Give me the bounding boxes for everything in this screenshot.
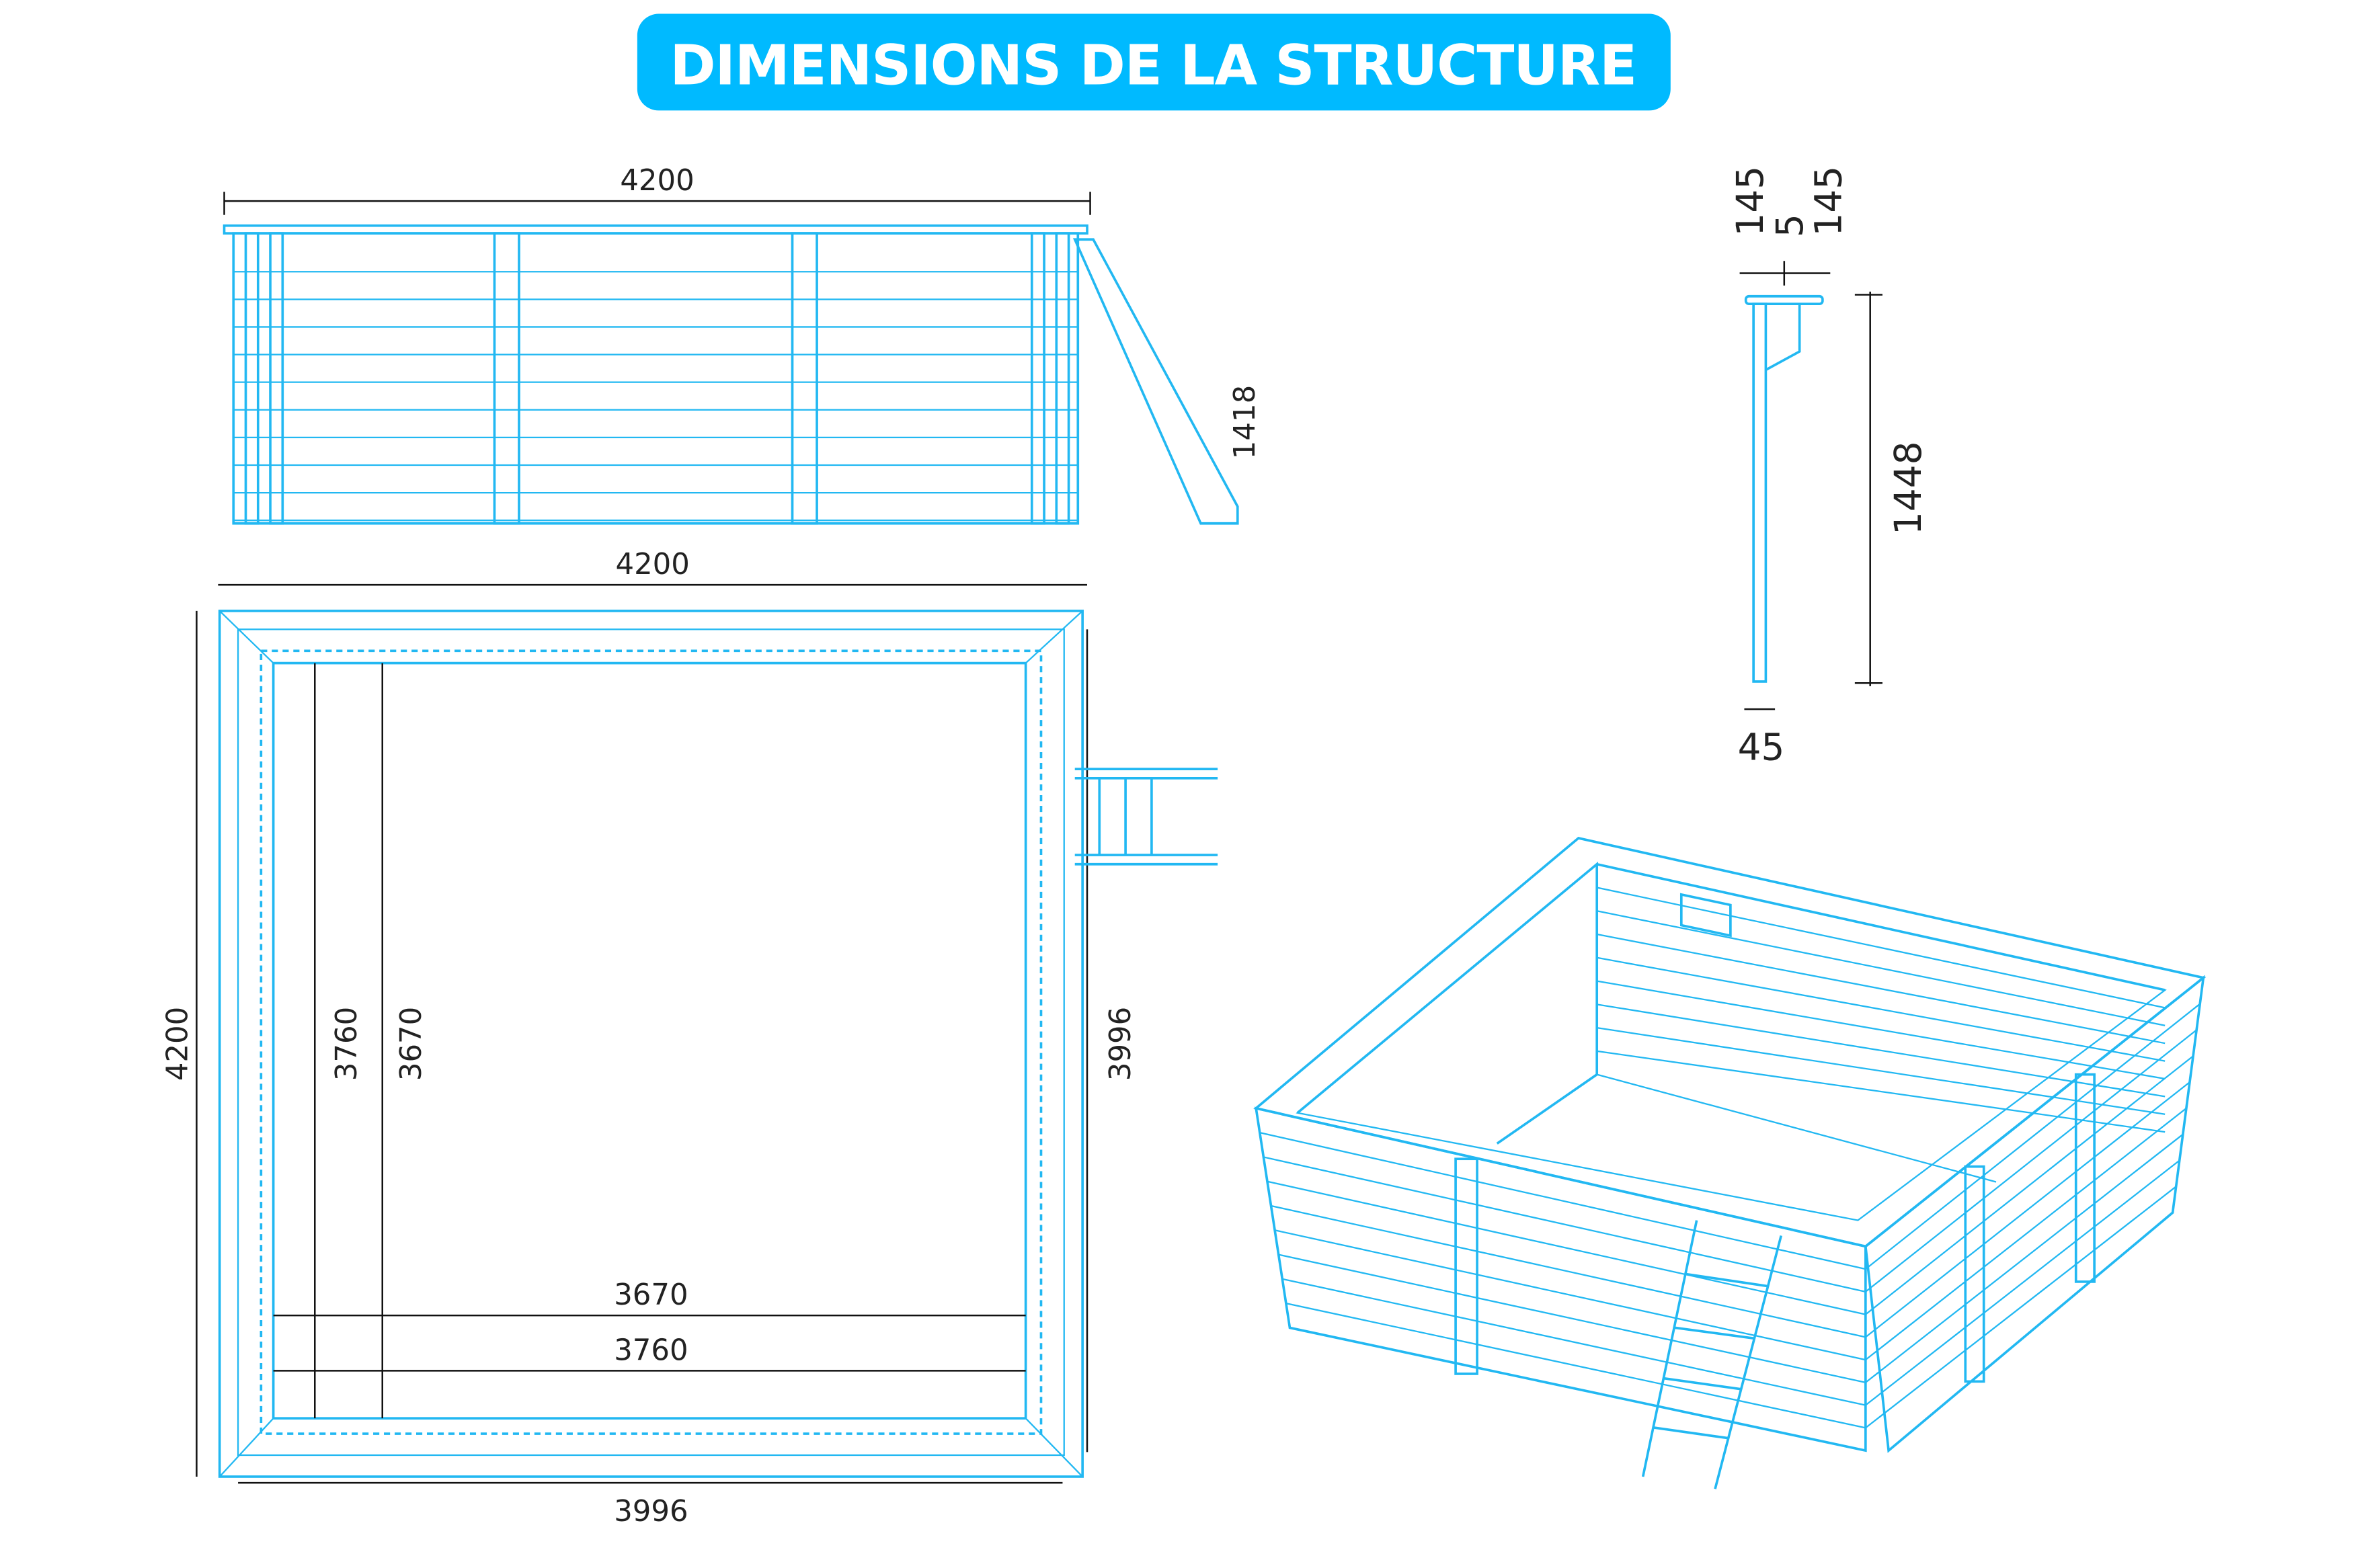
pool-3d-ladder — [1641, 1220, 1783, 1489]
ladder-step — [1664, 1377, 1742, 1391]
plank-line — [1596, 887, 2166, 1009]
side-planks — [233, 271, 1078, 522]
ladder-rail — [1641, 1220, 1698, 1477]
dim-section-top-mid: 5 — [1768, 214, 1811, 237]
plank-line — [1865, 1133, 2184, 1383]
plank-line — [1865, 1107, 2187, 1361]
dim-ladder-height: 1418 — [1228, 385, 1262, 459]
side-wall — [232, 232, 1080, 525]
plank-line — [1597, 1026, 2166, 1115]
plan-view: 4200 4200 3996 3996 3760 3670 3670 3760 — [161, 548, 1218, 1528]
plank-line — [1865, 1081, 2190, 1338]
plan-outer-wall — [237, 628, 1065, 1457]
plank-line — [1597, 1003, 2166, 1098]
plank-line — [1596, 910, 2166, 1026]
plan-inner-wall — [272, 661, 1027, 1420]
dim-plan-left-height: 4200 — [161, 1007, 195, 1081]
plank-line — [1282, 1278, 1866, 1406]
section-coping — [1744, 294, 1824, 306]
pool-3d-floor-edge — [1596, 1073, 1997, 1183]
dim-section-top-left: 145 — [1729, 166, 1772, 237]
plank-line — [1865, 1159, 2180, 1406]
pool-3d-front-wall — [1254, 1106, 1867, 1452]
dim-section-top-right: 145 — [1807, 166, 1850, 237]
plank-line — [1285, 1303, 1866, 1429]
plank-line — [1596, 956, 2166, 1062]
pool-3d-skimmer — [1679, 893, 1732, 938]
ladder-step — [1675, 1326, 1755, 1340]
plank-line — [1596, 933, 2166, 1044]
dim-plan-bottom-width: 3996 — [614, 1495, 688, 1528]
post — [493, 232, 520, 525]
plank-line — [1597, 1050, 2166, 1133]
post — [269, 232, 284, 525]
plank-line — [1865, 1029, 2197, 1293]
plan-wall-frame — [260, 649, 1043, 1435]
plank-line — [1263, 1156, 1866, 1293]
title-banner-bg — [637, 13, 1671, 111]
wall-section-view: 145 5 145 1448 45 — [1729, 166, 1930, 769]
ladder-step — [1685, 1272, 1770, 1288]
corner-line — [219, 1418, 274, 1477]
plank-line — [1259, 1132, 1866, 1270]
section-bracket — [1765, 304, 1801, 371]
dim-inner-v2: 3670 — [395, 1007, 428, 1081]
side-ladder — [1072, 238, 1239, 525]
pool-3d-planks — [1259, 887, 2200, 1429]
dim-inner-v1: 3760 — [330, 1007, 364, 1081]
plank-line — [1865, 1003, 2200, 1270]
ladder-rail — [1714, 1235, 1783, 1489]
pool-3d-right-wall — [1864, 975, 2205, 1453]
side-elevation-view: 4200 1418 — [223, 164, 1262, 525]
dim-side-width: 4200 — [620, 164, 694, 198]
pool-3d-inner-back-wall — [1596, 862, 2166, 991]
plank-line — [1865, 1055, 2194, 1315]
post — [244, 232, 260, 525]
plan-outer-coping — [218, 610, 1084, 1478]
dim-inner-h2: 3760 — [614, 1334, 688, 1367]
dim-plan-right-height: 3996 — [1104, 1007, 1138, 1081]
page-title: DIMENSIONS DE LA STRUCTURE — [670, 34, 1636, 98]
dim-inner-h1: 3670 — [614, 1278, 688, 1312]
plank-line — [1274, 1229, 1866, 1361]
pool-3d-post — [1964, 1165, 1985, 1383]
pool-3d-view — [1253, 836, 2207, 1489]
ladder-step — [1653, 1426, 1729, 1440]
plank-line — [1271, 1204, 1866, 1338]
corner-line — [219, 610, 274, 664]
plank-line — [1865, 1186, 2177, 1429]
post — [1055, 232, 1070, 525]
title-banner: DIMENSIONS DE LA STRUCTURE — [637, 13, 1671, 111]
pool-3d-post — [1454, 1157, 1478, 1375]
dim-section-height: 1448 — [1887, 441, 1930, 534]
pool-3d-inner-left-wall — [1296, 861, 1599, 1145]
dim-plan-top-width: 4200 — [615, 548, 689, 581]
pool-3d-post — [2074, 1073, 2096, 1283]
plan-ladder — [1074, 768, 1218, 866]
section-wall — [1752, 302, 1768, 683]
plank-line — [1278, 1254, 1866, 1384]
plank-line — [1596, 980, 2166, 1080]
dim-section-thickness: 45 — [1738, 725, 1785, 768]
post — [791, 232, 818, 525]
corner-line — [1025, 1418, 1083, 1477]
post — [1030, 232, 1045, 525]
corner-line — [1025, 610, 1083, 664]
